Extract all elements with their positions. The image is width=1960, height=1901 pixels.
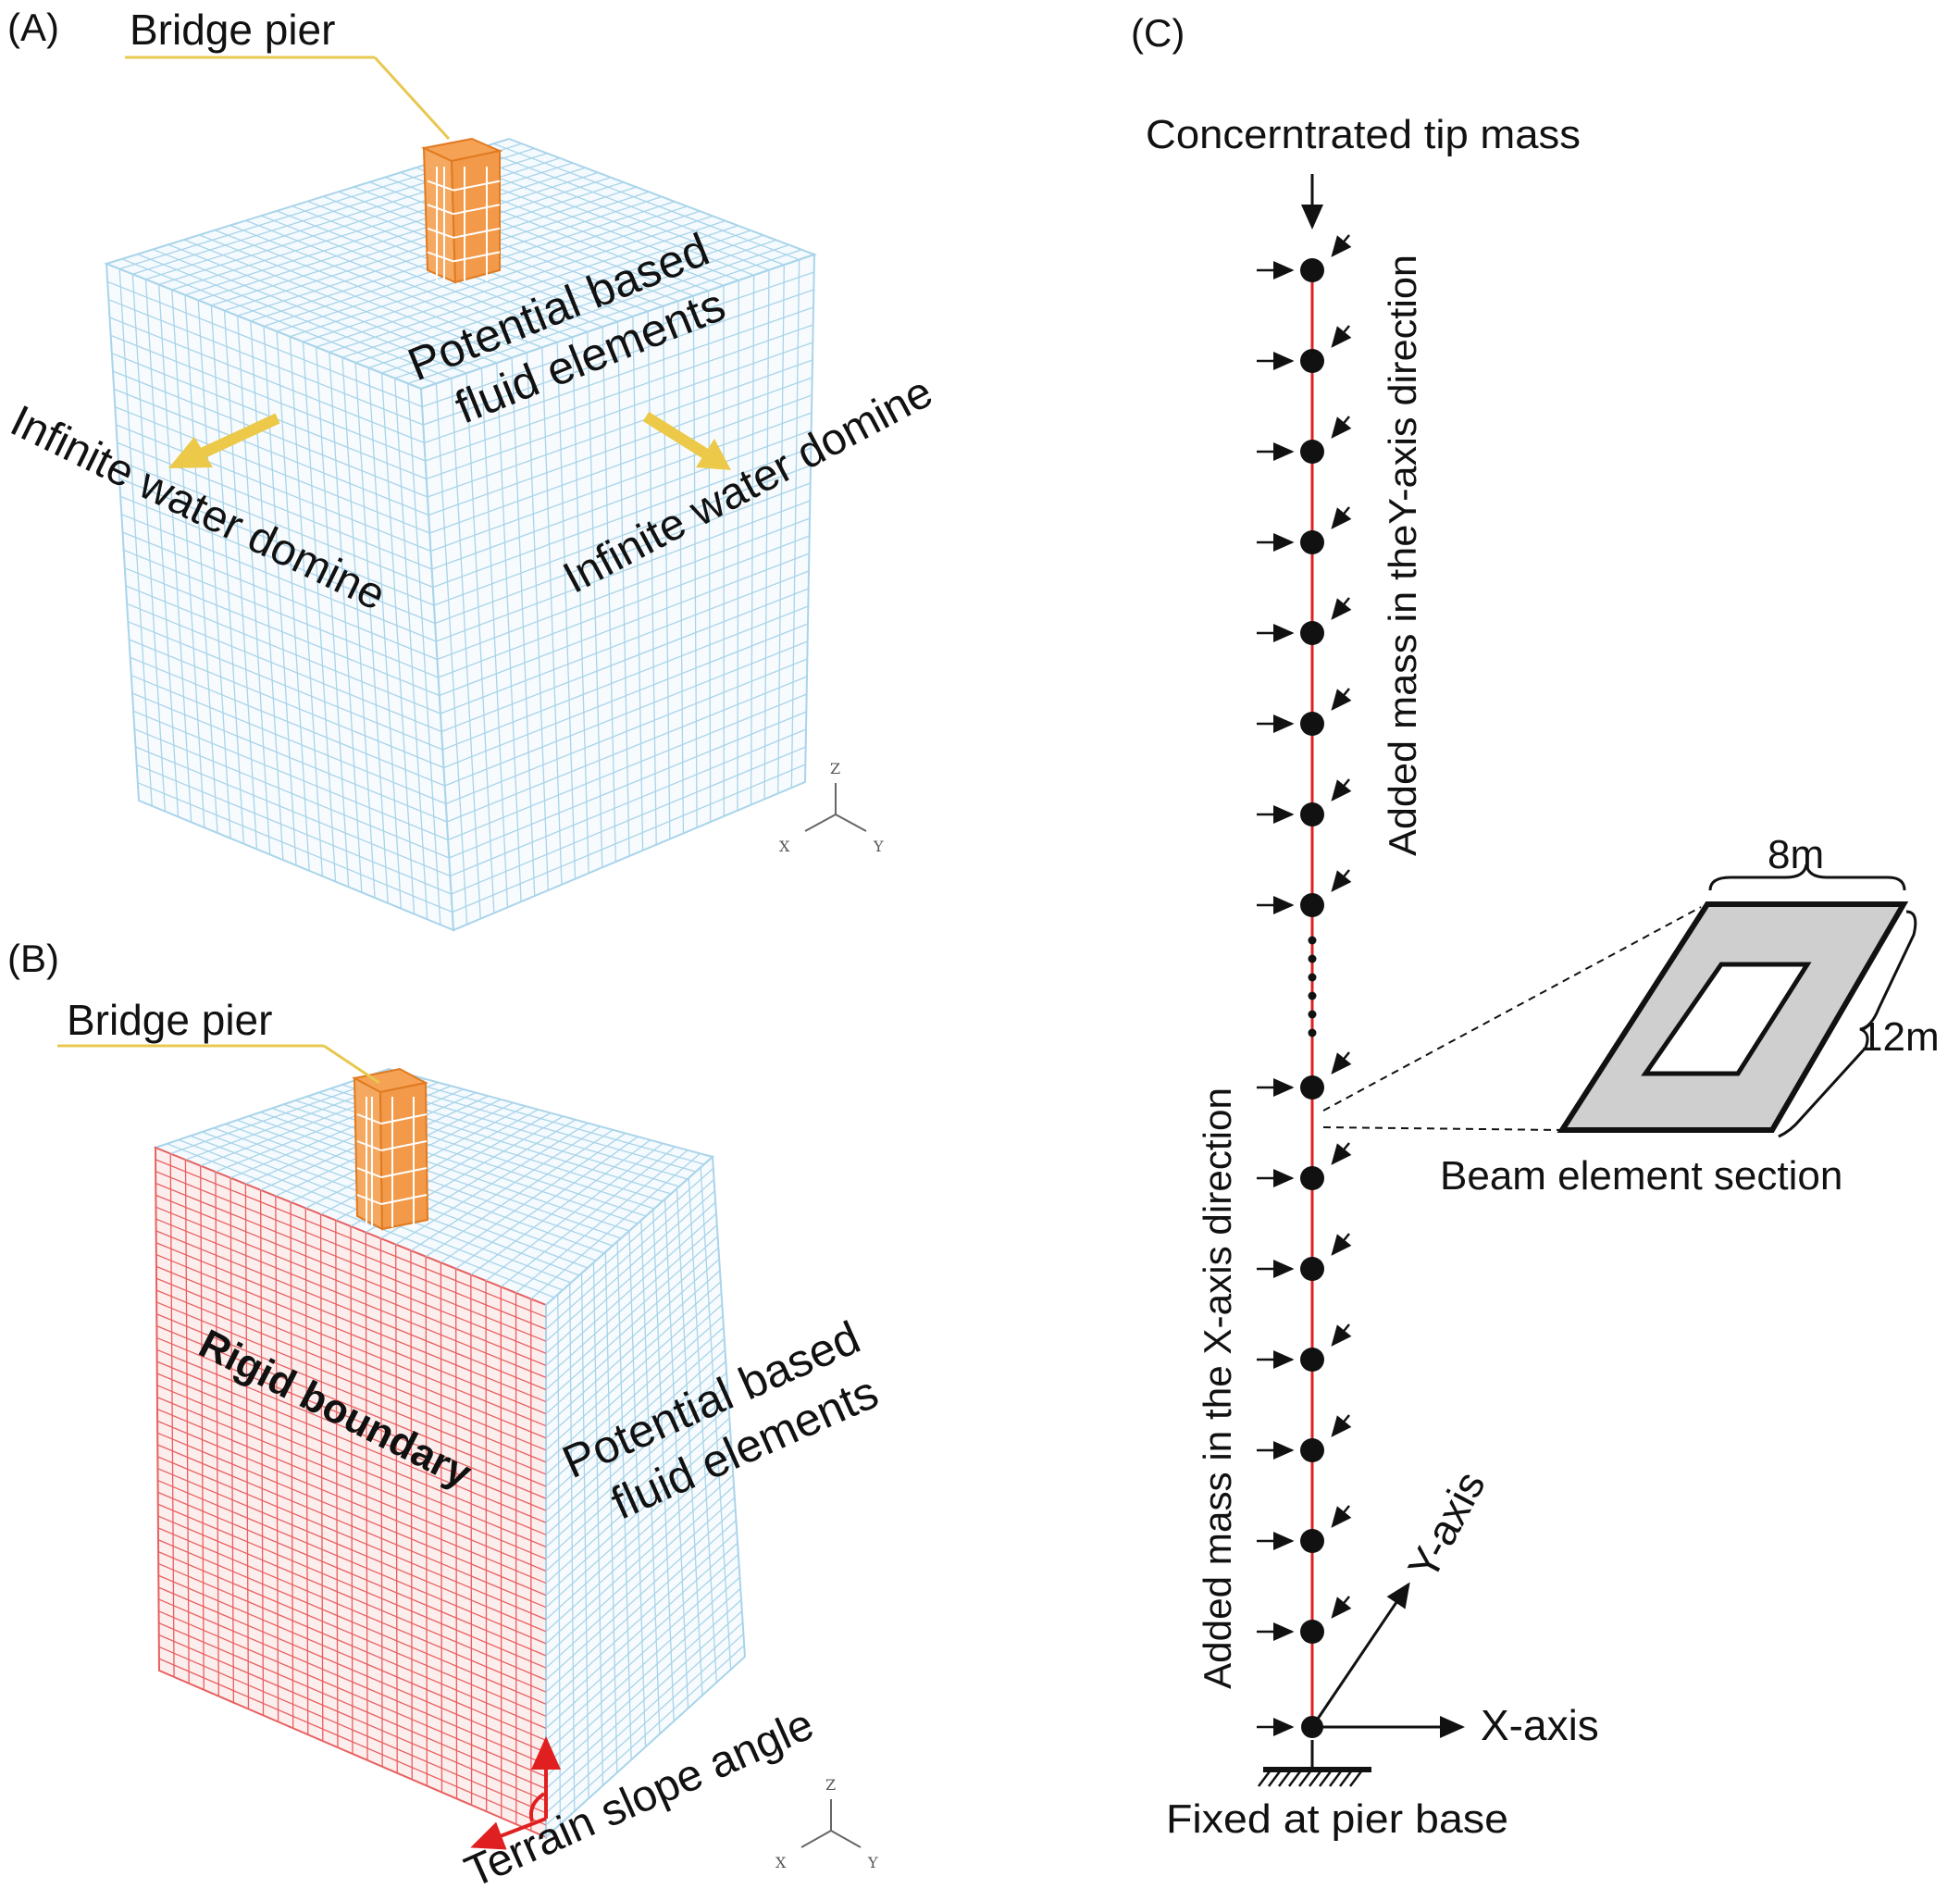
added-mass-y-arrow bbox=[1331, 1596, 1352, 1619]
beam-node bbox=[1300, 440, 1324, 464]
panel-a-axis-triad bbox=[804, 783, 867, 832]
panel-c-depth-label: 12m bbox=[1860, 1014, 1940, 1060]
panel-b-axis-y: Y bbox=[867, 1854, 878, 1871]
panel-a-bridge-pier-label: Bridge pier bbox=[130, 6, 335, 54]
beam-node bbox=[1300, 1075, 1324, 1100]
added-mass-y-arrow bbox=[1331, 325, 1352, 348]
added-mass-y-arrow bbox=[1331, 597, 1352, 620]
panel-a-arrow-right bbox=[642, 411, 731, 470]
panel-a-bridge-pier bbox=[420, 137, 503, 284]
panel-a-pier-leader-diag bbox=[373, 56, 451, 141]
added-mass-y-arrow bbox=[1331, 1505, 1352, 1528]
beam-node bbox=[1300, 893, 1324, 917]
panel-c-width-label: 8m bbox=[1768, 832, 1824, 877]
panel-b-right-face bbox=[545, 1154, 747, 1840]
added-mass-y-arrow bbox=[1331, 1051, 1352, 1075]
panel-b-tag: (B) bbox=[7, 937, 59, 980]
panel-c-tag: (C) bbox=[1131, 11, 1185, 55]
panel-c-beam-nodes bbox=[1257, 234, 1352, 1738]
added-mass-y-arrow bbox=[1331, 1414, 1352, 1437]
panel-b-slope-arrows bbox=[470, 1736, 561, 1850]
panel-b-axis-triad bbox=[800, 1799, 862, 1848]
added-mass-y-arrow bbox=[1331, 778, 1352, 801]
beam-node bbox=[1300, 349, 1324, 373]
beam-node bbox=[1300, 530, 1324, 554]
panel-a-mesh-lines bbox=[106, 143, 814, 926]
panel-b-bridge-pier-label: Bridge pier bbox=[67, 996, 272, 1044]
beam-node bbox=[1300, 712, 1324, 736]
beam-node bbox=[1300, 621, 1324, 645]
panel-c: (C) Concerntrated tip mass Added mass in… bbox=[1131, 11, 1940, 1842]
added-mass-y-arrow bbox=[1331, 1323, 1352, 1347]
panel-c-fixed-support bbox=[1258, 1740, 1371, 1787]
panel-c-y-axis-label: Y-axis bbox=[1398, 1463, 1495, 1587]
beam-node bbox=[1300, 1529, 1324, 1553]
panel-b-axis-x: X bbox=[775, 1854, 787, 1871]
panel-b-mesh-lines bbox=[155, 1072, 745, 1832]
panel-c-beam-section bbox=[1557, 901, 1909, 1133]
panel-c-y-axis-arrow bbox=[1310, 1582, 1410, 1728]
panel-b: (B) Bridge pier Rigid boundary Potential… bbox=[7, 937, 886, 1897]
panel-a-axis-y: Y bbox=[873, 838, 884, 855]
panel-b-axis-z: Z bbox=[825, 1776, 836, 1794]
panel-c-x-axis-label: X-axis bbox=[1481, 1701, 1599, 1749]
added-mass-y-arrow bbox=[1331, 688, 1352, 711]
added-mass-y-arrow bbox=[1331, 234, 1352, 257]
beam-node bbox=[1300, 1438, 1324, 1462]
panel-c-depth-brace bbox=[1778, 910, 1917, 1138]
beam-node bbox=[1300, 258, 1324, 282]
beam-node bbox=[1300, 802, 1324, 826]
panel-a-tag: (A) bbox=[7, 6, 59, 49]
added-mass-y-arrow bbox=[1331, 1142, 1352, 1165]
panel-b-pier-leader-diag bbox=[323, 1044, 380, 1085]
panel-c-width-brace bbox=[1708, 864, 1906, 891]
added-mass-y-arrow bbox=[1331, 416, 1352, 439]
panel-c-section-leaders bbox=[1322, 906, 1702, 1131]
added-mass-y-arrow bbox=[1331, 1233, 1352, 1256]
panel-c-ellipsis bbox=[1308, 936, 1317, 1037]
panel-a-axis-z: Z bbox=[830, 760, 840, 777]
panel-c-base-label: Fixed at pier base bbox=[1166, 1796, 1508, 1842]
beam-node bbox=[1300, 1166, 1324, 1190]
panel-a: (A) Bridge pier Potential based fluid el… bbox=[3, 6, 940, 932]
panel-a-axis-x: X bbox=[779, 838, 790, 855]
panel-c-added-x-label: Added mass in the X-axis direction bbox=[1196, 1087, 1239, 1689]
added-mass-y-arrow bbox=[1331, 506, 1352, 529]
panel-c-tip-mass-label: Concerntrated tip mass bbox=[1146, 112, 1581, 157]
panel-b-bridge-pier bbox=[352, 1067, 429, 1231]
panel-c-section-label: Beam element section bbox=[1440, 1153, 1842, 1199]
beam-node bbox=[1300, 1348, 1324, 1372]
added-mass-y-arrow bbox=[1331, 869, 1352, 892]
panel-a-arrow-left bbox=[168, 413, 280, 468]
beam-node bbox=[1300, 1257, 1324, 1281]
panel-c-added-y-label: Added mass in theY-axis direction bbox=[1381, 255, 1424, 856]
beam-node bbox=[1300, 1620, 1324, 1644]
